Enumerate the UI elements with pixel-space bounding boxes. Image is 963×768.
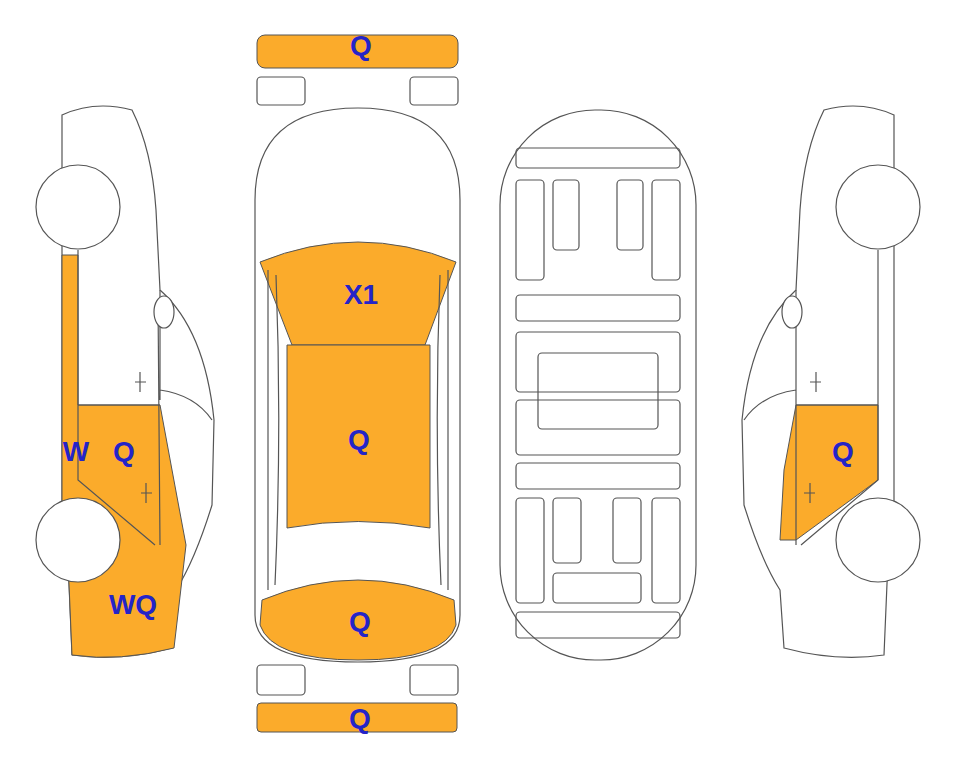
damage-code: Q xyxy=(350,32,372,60)
damage-code: Q xyxy=(349,608,371,636)
underbody xyxy=(500,110,696,660)
damage-code: Q xyxy=(113,438,135,466)
body-lines xyxy=(268,270,448,590)
roof xyxy=(287,345,430,528)
taillight xyxy=(257,665,305,695)
damage-code: Q xyxy=(349,705,371,733)
damage-code: WQ xyxy=(109,591,157,619)
headlight xyxy=(257,77,305,105)
car-side-right xyxy=(742,106,920,657)
door-handles xyxy=(135,372,152,503)
damage-code: X1 xyxy=(344,281,378,309)
damage-code: Q xyxy=(348,426,370,454)
damage-code: Q xyxy=(832,438,854,466)
damaged-panels-left xyxy=(62,255,186,657)
wheel xyxy=(36,165,120,249)
windshield xyxy=(260,242,456,345)
underbody-parts xyxy=(516,148,680,638)
wheel xyxy=(36,498,120,582)
car-body-top xyxy=(255,108,460,662)
damage-code: W xyxy=(63,438,89,466)
rear-bumper xyxy=(257,703,457,732)
headlight xyxy=(410,77,458,105)
door-lines-left xyxy=(78,250,212,545)
taillight xyxy=(410,665,458,695)
mirror xyxy=(154,296,174,328)
trunk xyxy=(260,580,456,660)
